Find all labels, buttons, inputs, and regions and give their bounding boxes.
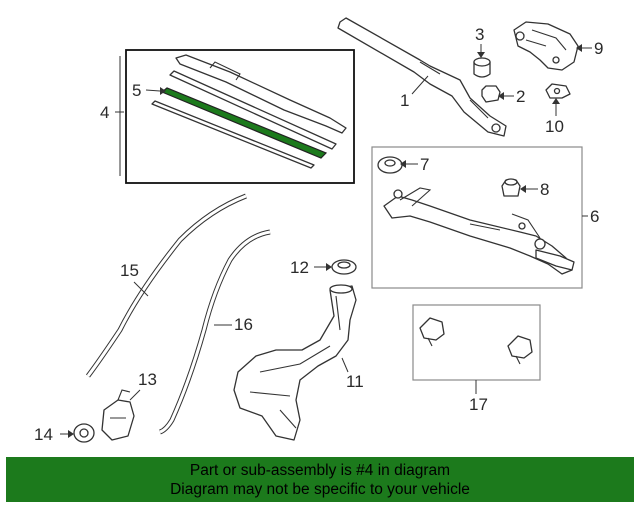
washer-hose-15[interactable] (85, 193, 247, 378)
washer-nozzle-right[interactable] (507, 335, 533, 365)
blade-assembly-frame (125, 49, 355, 184)
washer-pump[interactable] (101, 389, 135, 441)
callout-1: 1 (400, 91, 409, 110)
wiper-motor[interactable] (513, 21, 579, 71)
washer-reservoir[interactable] (233, 284, 357, 441)
washer-nozzle-left[interactable] (419, 317, 445, 347)
footer-line-2: Diagram may not be specific to your vehi… (170, 481, 470, 498)
info-footer: Part or sub-assembly is #4 in diagram Di… (6, 457, 634, 502)
callout-7: 7 (420, 155, 429, 174)
callout-6: 6 (590, 207, 599, 226)
grommet[interactable] (377, 156, 403, 174)
pump-grommet[interactable] (73, 423, 95, 443)
callout-3: 3 (475, 25, 484, 44)
washer-hose-16[interactable] (159, 229, 271, 435)
arm-cap[interactable] (473, 57, 491, 78)
callout-17: 17 (469, 395, 488, 414)
wiper-arm[interactable] (337, 17, 507, 137)
callout-13: 13 (138, 370, 157, 389)
mounting-bracket[interactable] (545, 83, 571, 99)
callout-11: 11 (346, 372, 364, 391)
reservoir-cap[interactable] (331, 259, 357, 275)
arm-nut[interactable] (481, 85, 501, 103)
wiper-linkage[interactable] (383, 187, 575, 275)
callout-15: 15 (120, 261, 139, 280)
callout-2: 2 (516, 87, 525, 106)
callout-12: 12 (290, 258, 309, 277)
bushing[interactable] (501, 178, 521, 197)
callout-16: 16 (234, 315, 253, 334)
blade-rubber-highlight[interactable] (160, 87, 328, 159)
callout-5: 5 (132, 81, 141, 100)
callout-10: 10 (545, 117, 564, 136)
parts-diagram: 4 5 1 3 2 9 10 (34, 17, 603, 444)
callout-8: 8 (540, 180, 549, 199)
callout-9: 9 (594, 39, 603, 58)
linkage-frame (371, 146, 583, 289)
callout-14: 14 (34, 425, 53, 444)
wiper-blade-assembly[interactable] (151, 54, 347, 169)
footer-line-1: Part or sub-assembly is #4 in diagram (189, 462, 451, 479)
callout-4: 4 (100, 103, 109, 122)
